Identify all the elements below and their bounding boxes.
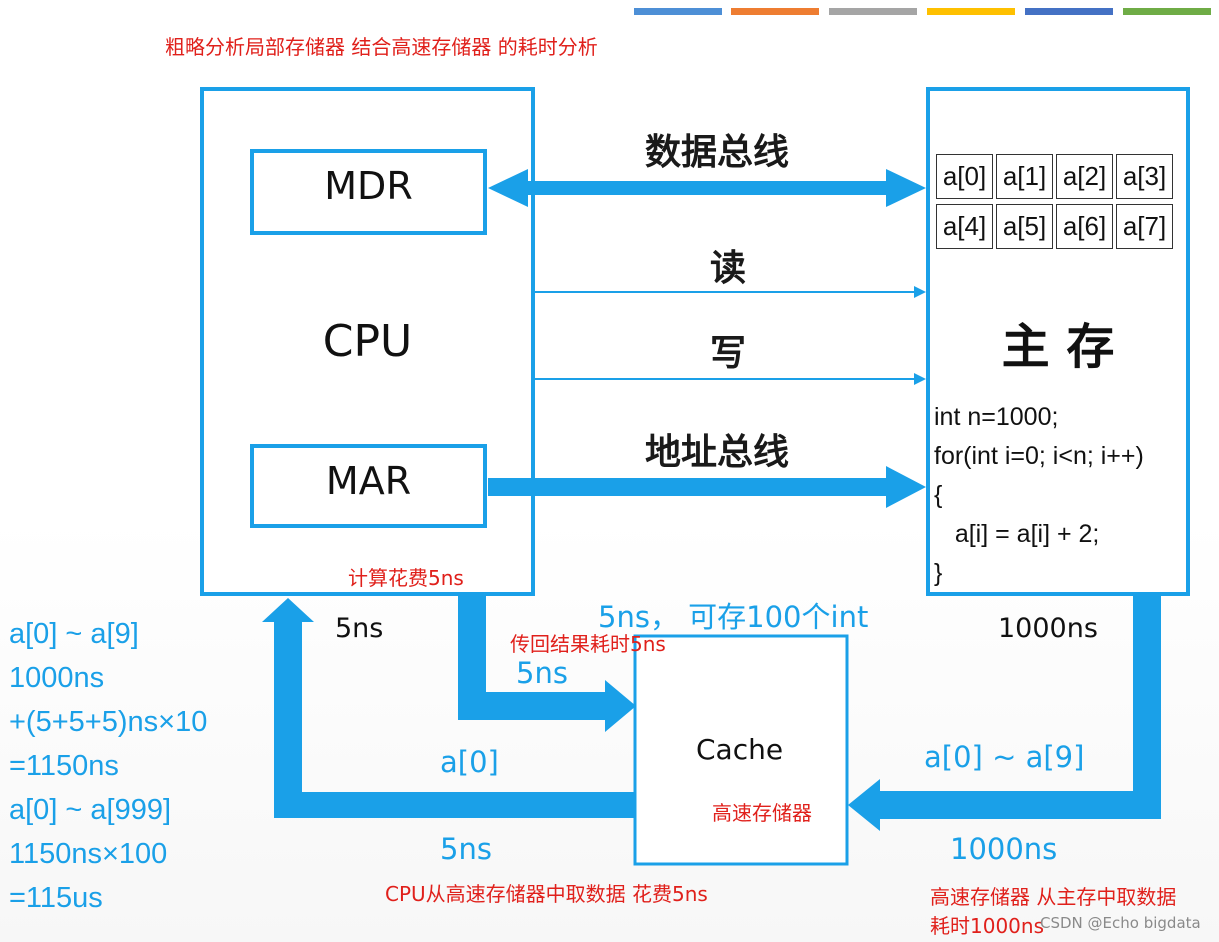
code-line-1: int n=1000;: [934, 403, 1059, 431]
mar-label: MAR: [325, 459, 412, 503]
header-stripe-1: [634, 8, 722, 15]
code-line-4: a[i] = a[i] + 2;: [934, 520, 1100, 548]
memory-time: 1000ns: [998, 613, 1098, 644]
header-stripe-2: [731, 8, 819, 15]
address-bus-arrow: [488, 466, 926, 508]
memory-cell: a[5]: [996, 204, 1053, 249]
cpu-to-cache-time: 5ns: [516, 656, 568, 690]
cache-note: 高速存储器: [712, 801, 812, 825]
memory-cell: a[2]: [1056, 154, 1113, 199]
write-label: 写: [710, 332, 747, 374]
code-line-3: {: [934, 481, 943, 509]
read-label: 读: [710, 247, 747, 289]
calc-line-5: a[0] ~ a[999]: [9, 794, 172, 826]
mdr-box: [250, 149, 487, 235]
memory-box: [926, 87, 1190, 596]
data-bus-label: 数据总线: [645, 131, 790, 173]
cpu-label: CPU: [322, 316, 413, 367]
memory-to-cache-note-1: 高速存储器 从主存中取数据: [930, 885, 1177, 909]
data-bus-arrow: [488, 169, 926, 207]
code-line-5: }: [934, 559, 943, 587]
memory-to-cache-arrow: [848, 596, 1161, 831]
memory-cell: a[1]: [996, 154, 1053, 199]
calc-line-3: +(5+5+5)ns×10: [9, 706, 208, 738]
page-title: 粗略分析局部存储器 结合高速存储器 的耗时分析: [165, 35, 598, 59]
memory-cell: a[6]: [1056, 204, 1113, 249]
read-arrowhead: [914, 286, 926, 298]
header-stripe-6: [1123, 8, 1211, 15]
write-arrowhead: [914, 373, 926, 385]
cache-capacity: 5ns， 可存100个int: [598, 600, 869, 634]
memory-cell: a[0]: [936, 154, 993, 199]
cache-box: [633, 634, 849, 866]
cache-to-cpu-data: a[0]: [440, 745, 499, 779]
calc-line-7: =115us: [9, 882, 103, 914]
watermark: CSDN @Echo bigdata: [1040, 914, 1201, 932]
calculation-block: a[0] ~ a[9] 1000ns +(5+5+5)ns×10 =1150ns…: [9, 612, 207, 920]
header-stripe-4: [927, 8, 1015, 15]
cache-to-cpu-arrow: [262, 598, 635, 818]
cache-to-cpu-note: CPU从高速存储器中取数据 花费5ns: [385, 882, 708, 906]
address-bus-label: 地址总线: [645, 431, 790, 473]
memory-to-cache-time: 1000ns: [950, 832, 1058, 866]
memory-cell: a[7]: [1116, 204, 1173, 249]
cache-to-cpu-time: 5ns: [440, 832, 492, 866]
memory-to-cache-note-2: 耗时1000ns: [930, 914, 1044, 938]
calc-line-1: a[0] ~ a[9]: [9, 618, 139, 650]
code-line-2: for(int i=0; i<n; i++): [934, 442, 1144, 470]
cpu-to-cache-note: 传回结果耗时5ns: [510, 632, 666, 656]
calc-line-4: =1150ns: [9, 750, 119, 782]
cpu-to-cache-arrow: [458, 596, 636, 732]
header-stripe-5: [1025, 8, 1113, 15]
memory-label: 主 存: [1001, 319, 1115, 375]
mar-box: [250, 444, 487, 528]
cache-label: Cache: [696, 733, 784, 766]
cpu-time: 5ns: [335, 613, 384, 644]
mdr-label: MDR: [324, 164, 413, 208]
calc-line-6: 1150ns×100: [9, 838, 168, 870]
memory-cell: a[3]: [1116, 154, 1173, 199]
calc-line-2: 1000ns: [9, 662, 105, 694]
cpu-calc-note: 计算花费5ns: [348, 566, 464, 590]
header-stripe-3: [829, 8, 917, 15]
memory-cell: a[4]: [936, 204, 993, 249]
memory-to-cache-data: a[0] ~ a[9]: [924, 740, 1085, 774]
